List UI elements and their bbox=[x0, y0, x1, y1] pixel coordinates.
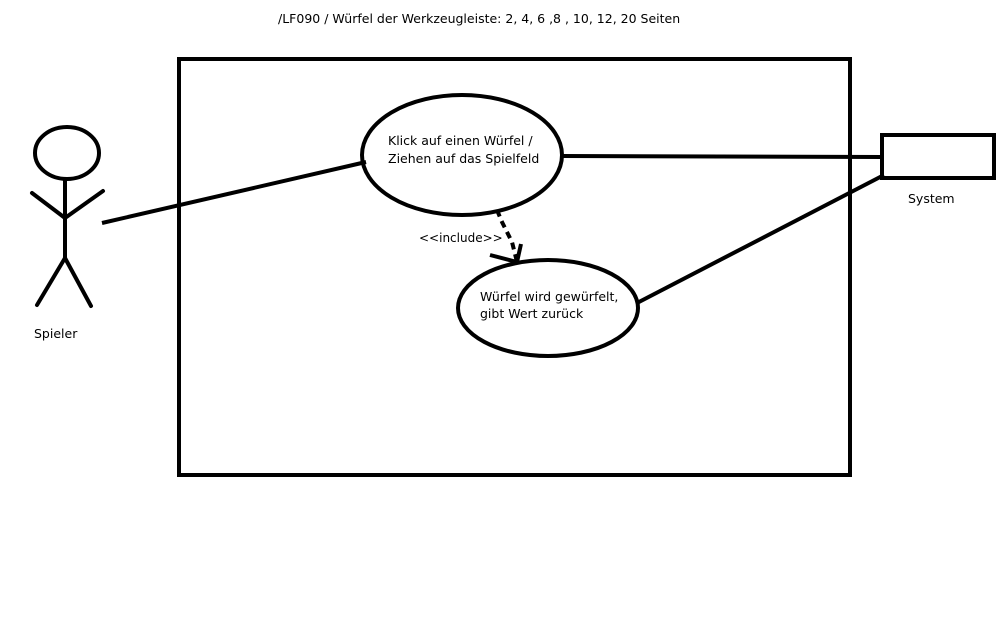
use-case-click-die-line2: Ziehen auf das Spielfeld bbox=[388, 151, 540, 166]
system-box-icon bbox=[880, 133, 996, 180]
association-player-click bbox=[101, 160, 367, 225]
use-case-roll-die-line1: Würfel wird gewürfelt, bbox=[480, 289, 619, 304]
include-arrow bbox=[489, 209, 523, 264]
use-case-roll-die-line2: gibt Wert zurück bbox=[480, 306, 584, 321]
system-boundary bbox=[177, 57, 852, 477]
use-case-click-die-line1: Klick auf einen Würfel / bbox=[388, 133, 533, 148]
actor-player-label: Spieler bbox=[34, 326, 78, 341]
use-case-roll-die bbox=[456, 258, 640, 358]
diagram-title: /LF090 / Würfel der Werkzeugleiste: 2, 4… bbox=[278, 11, 681, 26]
association-roll-system bbox=[636, 173, 885, 305]
stick-figure-icon bbox=[30, 125, 105, 308]
include-label: <<include>> bbox=[419, 231, 503, 245]
association-click-system bbox=[561, 154, 883, 159]
use-case-click-die bbox=[360, 93, 564, 217]
actor-system-label: System bbox=[908, 191, 955, 206]
